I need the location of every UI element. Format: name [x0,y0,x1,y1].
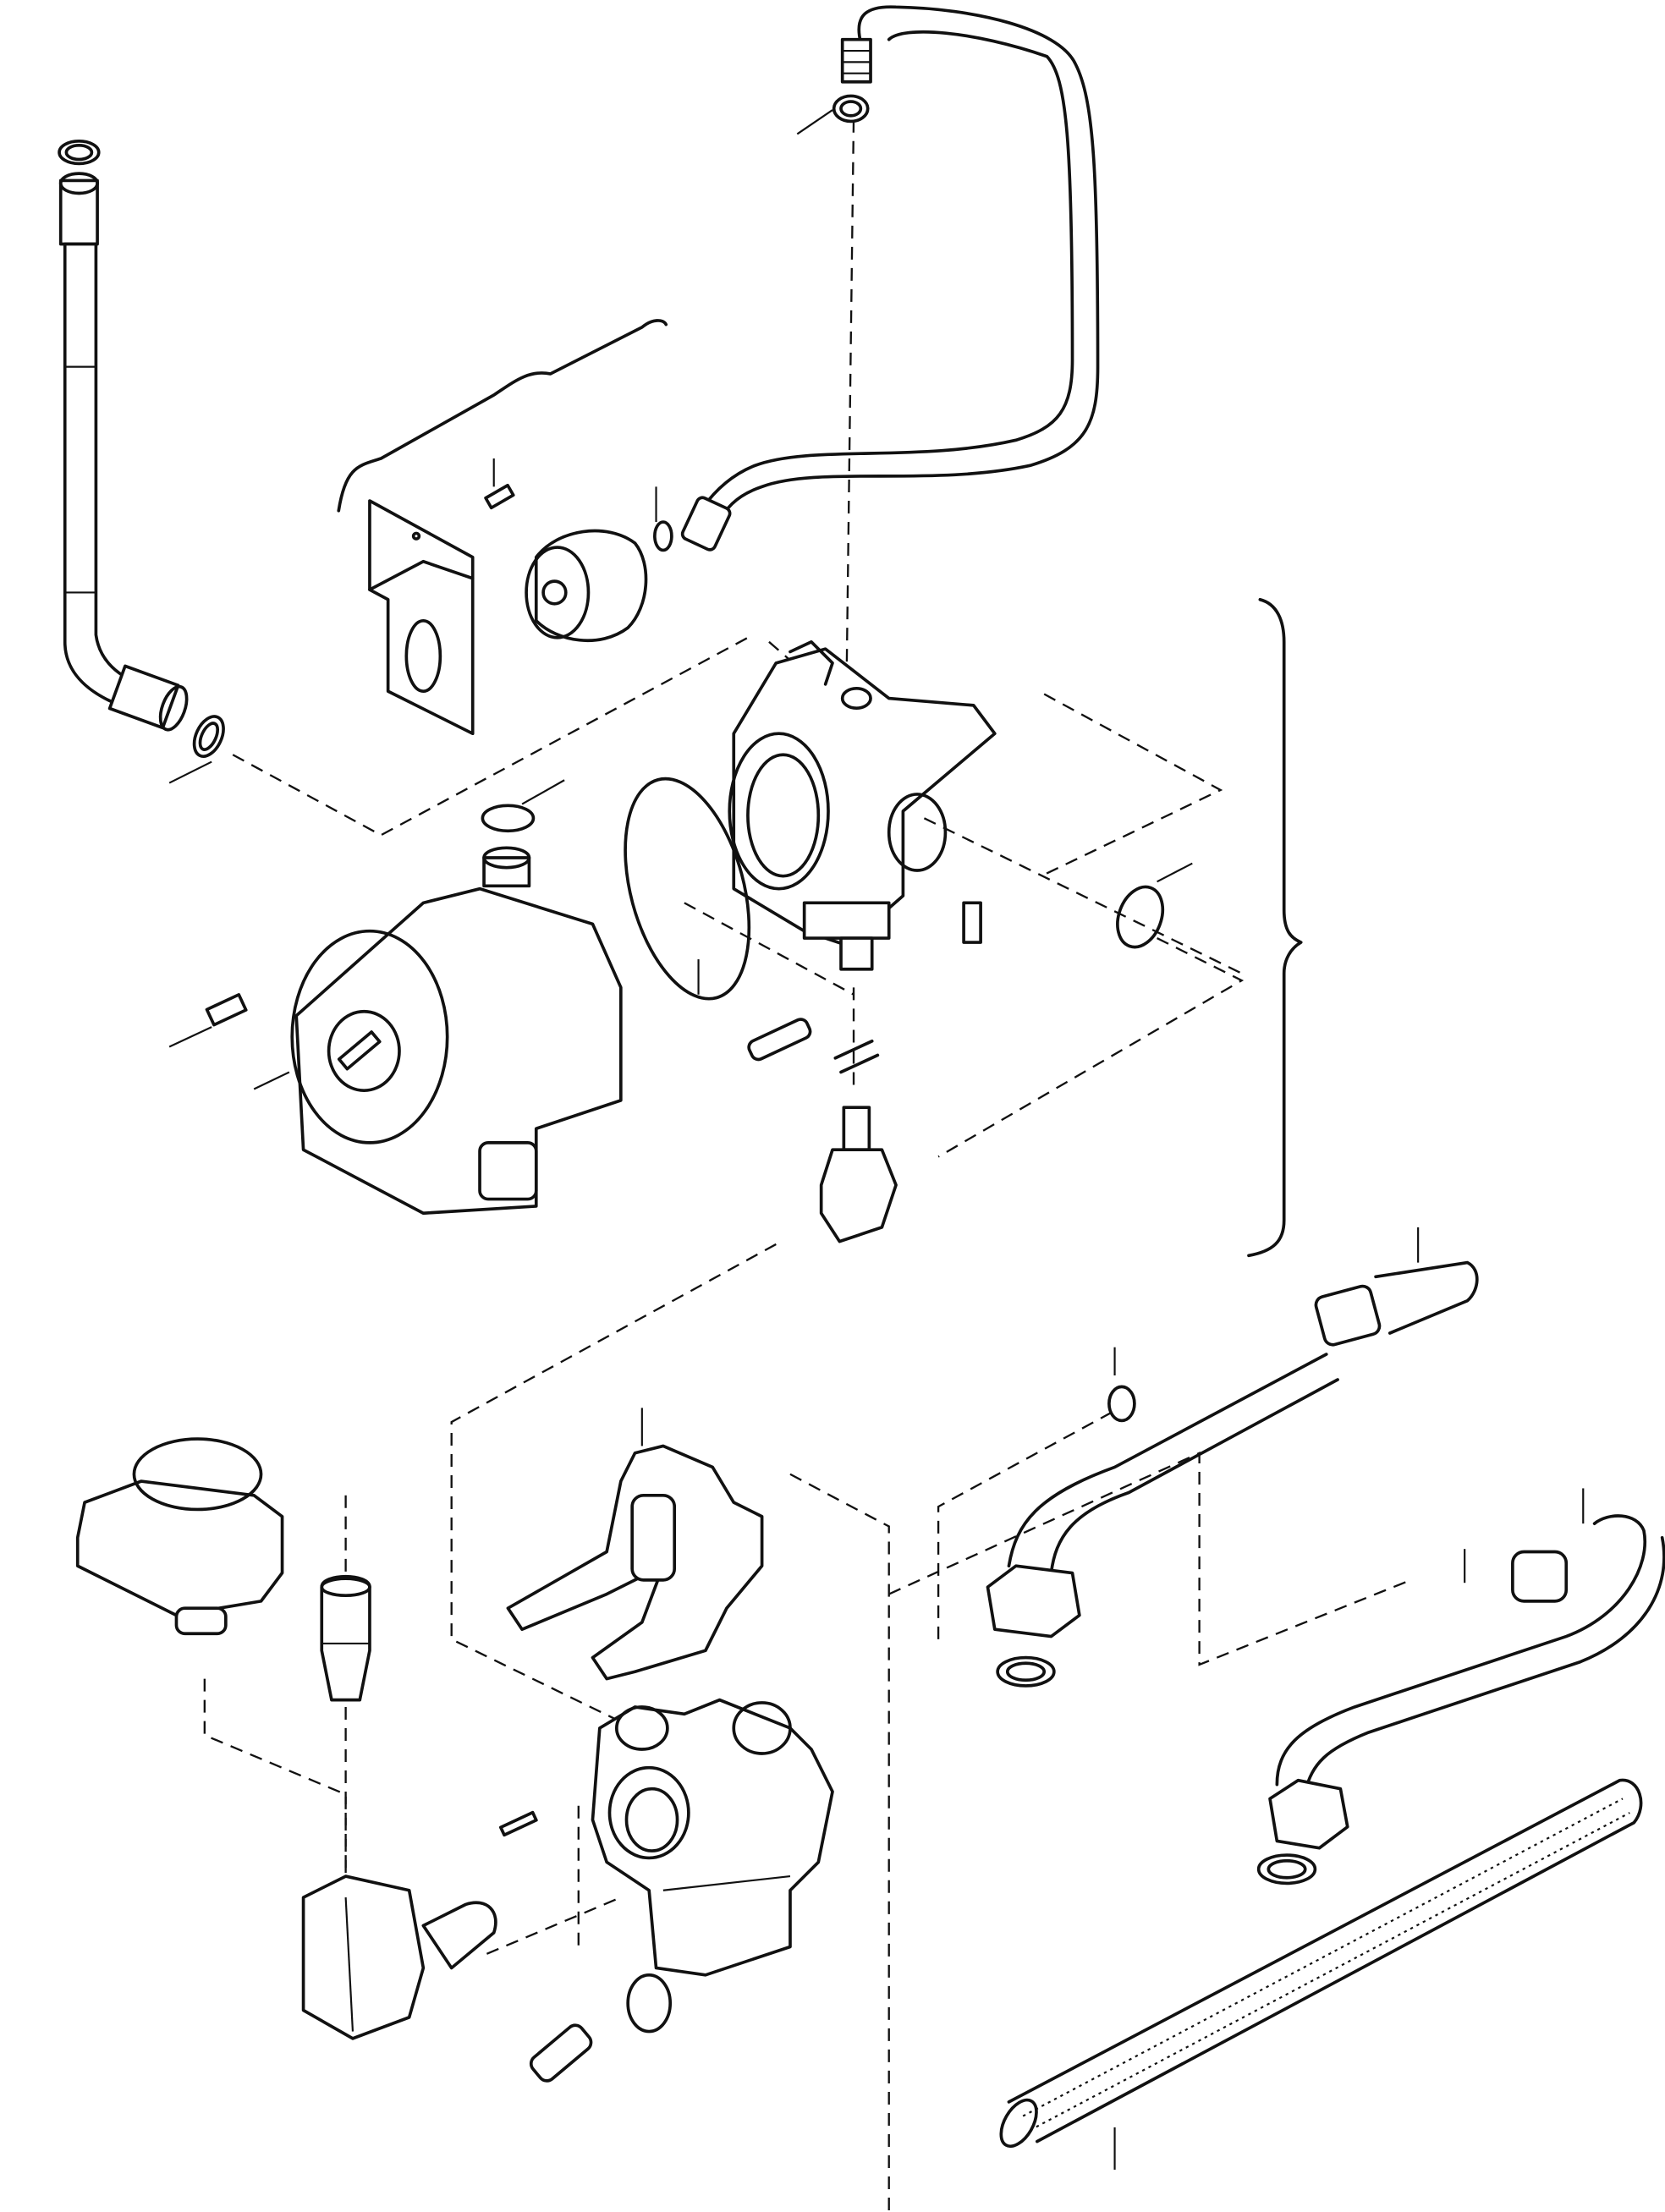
top-bent-pipe [653,5,1100,552]
group-brace-right [1247,597,1303,1258]
flow-switch [506,1444,764,1681]
lower-manifold [498,1698,834,2083]
callout-ticks [168,109,1585,2170]
pressure-switch-box [75,1437,284,1636]
screw-and-sensor [747,1018,898,1243]
valve-o-ring [1116,885,1165,949]
group-brace-top [337,319,668,513]
mounting-bracket [368,483,515,736]
upper-valve-body [728,639,997,971]
left-flex-hose [58,139,225,758]
outlet-pipe-upper [986,1260,1479,1688]
round-motor-cap [525,529,648,643]
filter-cartridge [320,1574,371,1702]
top-o-ring [481,804,536,833]
drain-valve-block [301,1874,497,2040]
corrugated-drain-hose [999,1778,1643,2149]
outlet-pipe-lower [1256,1514,1665,1885]
circulation-pump [205,846,623,1216]
assembly-guide-lines [203,119,1412,2212]
large-gasket [624,777,751,1001]
